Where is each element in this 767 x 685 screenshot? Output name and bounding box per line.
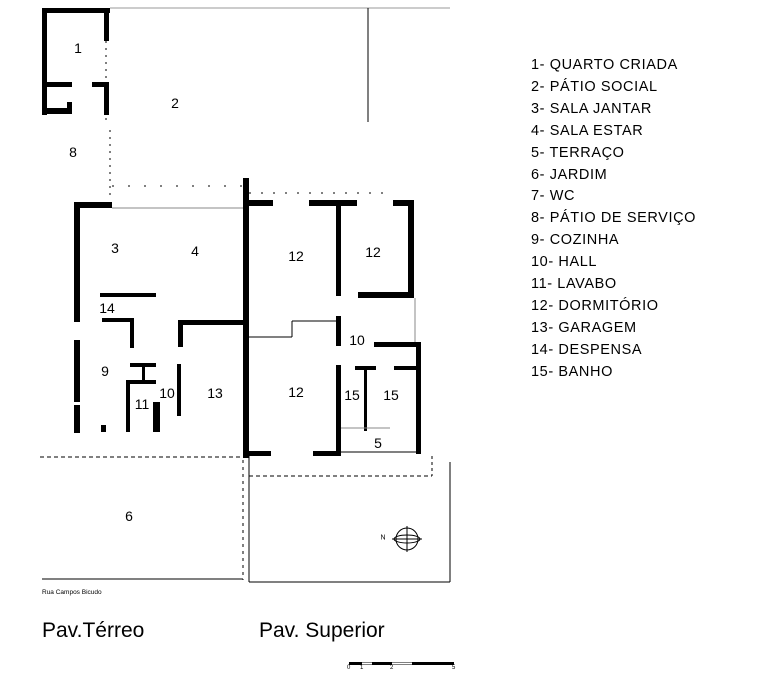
room-label: 14 — [99, 300, 115, 316]
room-label: 1 — [74, 40, 82, 56]
scale-label: 2 — [390, 665, 394, 671]
room-label: 8 — [69, 144, 77, 160]
room-label: 2 — [171, 95, 179, 111]
legend-item: 1- QUARTO CRIADA — [531, 57, 678, 73]
legend-item: 11- LAVABO — [531, 276, 617, 293]
compass-icon — [392, 526, 422, 552]
room-label: 9 — [101, 363, 109, 379]
walls — [42, 8, 421, 458]
legend-item: 15- BANHO — [531, 363, 613, 380]
room-label: 10 — [159, 385, 175, 401]
legend-item: 8- PÁTIO DE SERVIÇO — [531, 210, 697, 227]
room-legend: 1- QUARTO CRIADA 2- PÁTIO SOCIAL 3- SALA… — [531, 55, 696, 384]
room-label: 4 — [191, 243, 199, 259]
scale-label: 0 — [347, 665, 351, 671]
legend-item: 2- PÁTIO SOCIAL — [531, 78, 658, 95]
room-label: 12 — [288, 248, 304, 264]
room-label: 11 — [134, 396, 150, 412]
scale-bar — [349, 662, 454, 665]
legend-item: 5- TERRAÇO — [531, 144, 625, 161]
legend-item: 12- DORMITÓRIO — [531, 297, 659, 314]
room-label: 12 — [288, 384, 304, 400]
room-label: 5 — [374, 435, 382, 451]
room-label: 6 — [125, 508, 133, 524]
legend-item: 6- JARDIM — [531, 166, 608, 183]
compass-north-label: N — [380, 534, 386, 542]
legend-item: 14- DESPENSA — [531, 341, 643, 358]
scale-label: 1 — [360, 665, 364, 671]
legend-item: 7- WC — [531, 188, 576, 205]
room-label: 15 — [383, 387, 399, 403]
legend-item: 3- SALA JANTAR — [531, 100, 652, 117]
ground-floor-title: Pav.Térreo — [42, 619, 145, 642]
room-label: 12 — [365, 244, 381, 260]
thin-lines — [40, 7, 451, 583]
scale-label: 5 — [452, 665, 456, 671]
legend-item: 4- SALA ESTAR — [531, 122, 644, 139]
room-label: 10 — [349, 332, 365, 348]
room-label: 3 — [111, 240, 119, 256]
room-label: 13 — [207, 385, 223, 401]
street-name: Rua Campos Bicudo — [42, 589, 102, 596]
upper-floor-title: Pav. Superior — [259, 619, 385, 642]
room-label: 15 — [344, 387, 360, 403]
legend-item: 10- HALL — [531, 254, 598, 271]
legend-item: 13- GARAGEM — [531, 319, 637, 336]
legend-item: 9- COZINHA — [531, 232, 620, 249]
